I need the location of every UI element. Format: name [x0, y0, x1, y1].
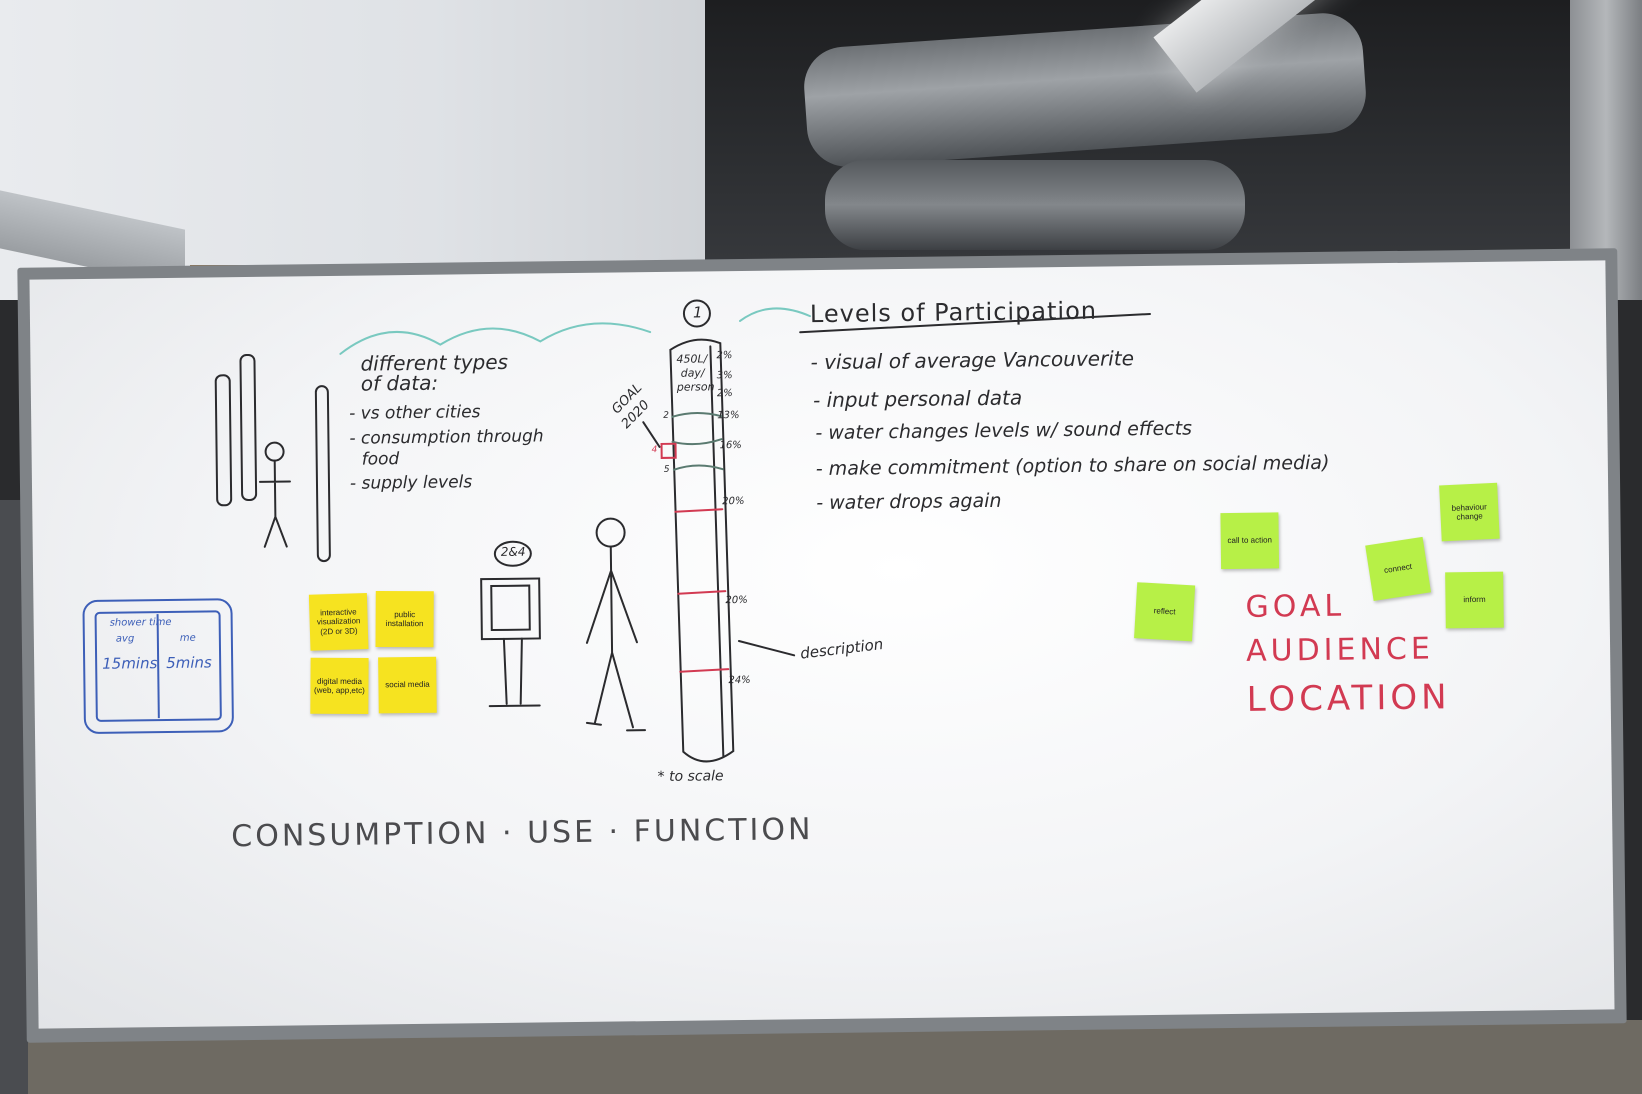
small-figure-head	[264, 441, 285, 462]
participation-item-2: - input personal data	[812, 385, 1023, 413]
bottom-caption: CONSUMPTION · USE · FUNCTION	[231, 812, 814, 855]
shower-val-left: 15mins	[102, 654, 158, 673]
kiosk-stand	[488, 637, 541, 708]
sketch-drawings	[82, 299, 1151, 763]
sticky-note-public-installation: public installation	[375, 590, 434, 648]
participation-item-5: - water drops again	[816, 489, 1002, 515]
large-figure-body	[585, 545, 647, 732]
tube-percent-7: 20%	[725, 594, 748, 607]
types-heading-line-2: of data:	[360, 370, 439, 396]
red-word-location: LOCATION	[1246, 677, 1451, 720]
sticky-note-connect: connect	[1365, 536, 1432, 602]
tube-number: 1	[692, 303, 703, 322]
to-scale-note: * to scale	[657, 768, 724, 786]
kiosk-display	[490, 584, 531, 632]
whiteboard-surface: different types of data: - vs other citi…	[29, 260, 1615, 1029]
sticky-note-interactive-visualization: interactive visualization (2D or 3D)	[308, 593, 369, 651]
tablet-divider	[156, 614, 160, 719]
types-item-3: - supply levels	[349, 472, 473, 494]
shower-val-right: 5mins	[166, 653, 212, 673]
goal-pointer	[642, 421, 661, 448]
participation-title: Levels of Participation	[809, 296, 1098, 329]
tube-percent-8: 24%	[728, 674, 751, 687]
whiteboard: different types of data: - vs other citi…	[17, 248, 1627, 1043]
ventilation-duct	[801, 10, 1369, 170]
tube-percent-3: 2%	[716, 388, 733, 400]
water-tube	[669, 338, 735, 763]
title-underline	[799, 312, 1151, 334]
tube-header-1: 450L/	[676, 352, 708, 366]
tablet-sketch	[82, 598, 234, 734]
small-figure-body	[258, 459, 291, 548]
shower-header: shower time	[109, 616, 172, 629]
ventilation-duct-lower	[825, 160, 1245, 250]
participation-item-3: - water changes levels w/ sound effects	[815, 417, 1193, 445]
tube-header-3: person	[676, 380, 715, 394]
red-word-audience: AUDIENCE	[1245, 631, 1435, 669]
sticky-note-behaviour-change: behaviour change	[1439, 482, 1500, 542]
cylinder-sketch-3	[314, 385, 331, 563]
types-item-1: - vs other cities	[349, 402, 481, 424]
kiosk-label: 2&4	[500, 544, 526, 559]
tube-red-levels	[674, 508, 730, 673]
description-arrow	[737, 640, 796, 657]
tube-marker-2: 4	[651, 444, 658, 456]
types-item-2: - consumption through	[349, 426, 544, 449]
tube-header-2: day/	[680, 366, 705, 380]
tube-percent-2: 3%	[716, 370, 733, 382]
red-word-goal: GOAL	[1245, 588, 1346, 625]
tube-water-line	[671, 412, 724, 471]
shower-col-right: me	[179, 632, 196, 644]
tube-percent-1: 2%	[716, 350, 733, 362]
types-item-2-cont: food	[361, 449, 400, 470]
teal-scallops	[339, 307, 811, 355]
sticky-note-digital-media: digital media (web, app,etc)	[310, 657, 369, 715]
cylinder-sketch-2	[239, 353, 258, 501]
cylinder-sketch-1	[214, 374, 233, 507]
participation-item-1: - visual of average Vancouverite	[810, 346, 1135, 375]
sticky-note-reflect: reflect	[1134, 582, 1196, 642]
sticky-note-inform: inform	[1445, 571, 1504, 629]
tablet-screen	[94, 610, 222, 722]
tube-percent-6: 20%	[722, 495, 745, 508]
shower-col-left: avg	[115, 633, 135, 645]
tube-percent-4: 13%	[717, 409, 740, 422]
sticky-note-social-media: social media	[378, 656, 437, 714]
large-figure-head	[595, 517, 626, 548]
tube-marker-3: 5	[663, 464, 670, 475]
kiosk-screen	[480, 577, 541, 641]
tube-number-circle	[682, 299, 711, 328]
tube-percent-5: 16%	[719, 439, 742, 452]
kiosk-bubble	[493, 540, 532, 567]
tube-marker-1: 2	[663, 410, 669, 421]
goal-marker	[660, 442, 677, 459]
sticky-note-call-to-action: call to action	[1220, 512, 1280, 570]
